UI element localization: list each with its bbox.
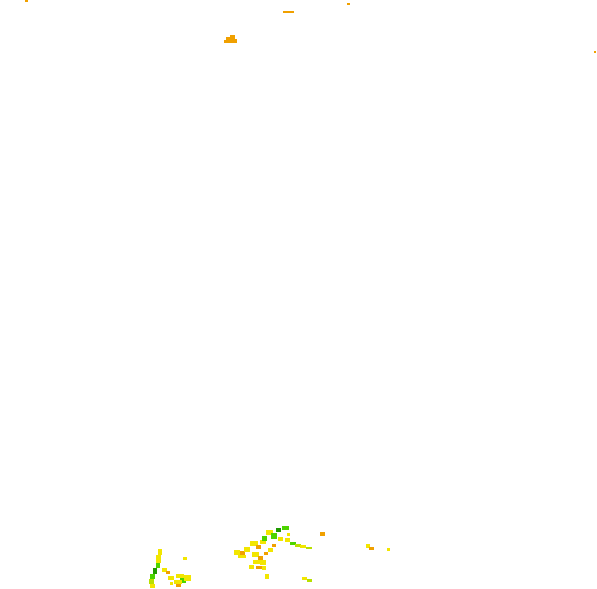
raster-cell-dark_green [153,568,157,574]
raster-cell-orange [256,545,261,549]
raster-clusters [25,0,596,588]
raster-cell-green [271,533,277,539]
raster-cell-orange [224,40,227,43]
cluster-bottom-center-patch [234,526,325,582]
raster-cell-orange [240,551,245,555]
raster-cell-green [262,536,267,541]
raster-cell-yellow [302,577,307,580]
cluster-top-left-speck [25,0,28,2]
raster-cell-yellow_green [149,579,154,584]
cluster-top-center-streak [283,3,350,13]
raster-cell-orange [233,39,237,43]
raster-cell-orange [347,3,350,5]
raster-cell-yellow [150,584,155,588]
raster-cell-yellow [170,582,173,585]
raster-cell-green [282,526,289,530]
raster-cell-yellow [366,544,370,548]
cluster-bottom-right-specks [366,544,390,551]
raster-cell-yellow [278,537,283,541]
raster-cell-dark_green [276,528,281,532]
raster-cell-green [290,542,296,545]
raster-cell-orange [264,552,268,555]
raster-cell-yellow [244,547,250,552]
raster-cell-yellow [287,533,290,536]
raster-cell-yellow [252,552,259,557]
raster-cell-yellow [249,565,254,569]
raster-cell-yellow [158,549,162,555]
raster-cell-yellow [260,540,266,544]
raster-cell-yellow [156,555,161,563]
raster-cell-yellow [268,548,273,552]
cluster-right-edge-speck [594,51,596,53]
raster-cell-orange [272,544,276,547]
raster-cell-yellow [285,538,290,542]
raster-cell-green [180,578,186,583]
raster-cell-yellow [265,574,269,579]
raster-cell-yellow [266,530,273,535]
raster-cell-orange [230,35,235,38]
raster-cell-yellow [184,575,191,581]
raster-cell-orange [256,566,262,569]
raster-cell-orange [166,571,170,574]
raster-cell-orange [320,532,325,536]
raster-cell-yellow [176,574,184,578]
raster-cell-yellow_green [307,579,312,582]
raster-cell-yellow [253,560,260,564]
cluster-bottom-left-patch [149,549,191,588]
raster-cell-orange [226,37,235,43]
raster-cell-yellow [300,545,306,548]
raster-cell-yellow [174,580,182,584]
raster-cell-yellow_green [295,544,301,547]
raster-cell-orange [25,0,28,2]
raster-cell-green [150,574,155,579]
raster-cell-orange [369,547,374,550]
raster-cell-yellow [168,576,174,580]
raster-cell-yellow [234,550,240,555]
raster-cell-orange [283,11,294,13]
raster-cell-yellow [387,548,390,551]
raster-cell-yellow [262,566,266,570]
raster-cell-orange [176,584,181,587]
raster-cell-yellow_green [306,547,312,549]
raster-cell-yellow [238,555,246,558]
raster-cell-green [156,563,160,568]
cluster-upper-blob [224,35,237,43]
raster-cell-orange [258,556,263,560]
raster-cell-orange [594,51,596,53]
raster-cell-yellow [183,557,187,560]
raster-cell-yellow [260,560,266,565]
raster-cell-yellow [250,541,258,546]
raster-cell-yellow [162,568,167,572]
